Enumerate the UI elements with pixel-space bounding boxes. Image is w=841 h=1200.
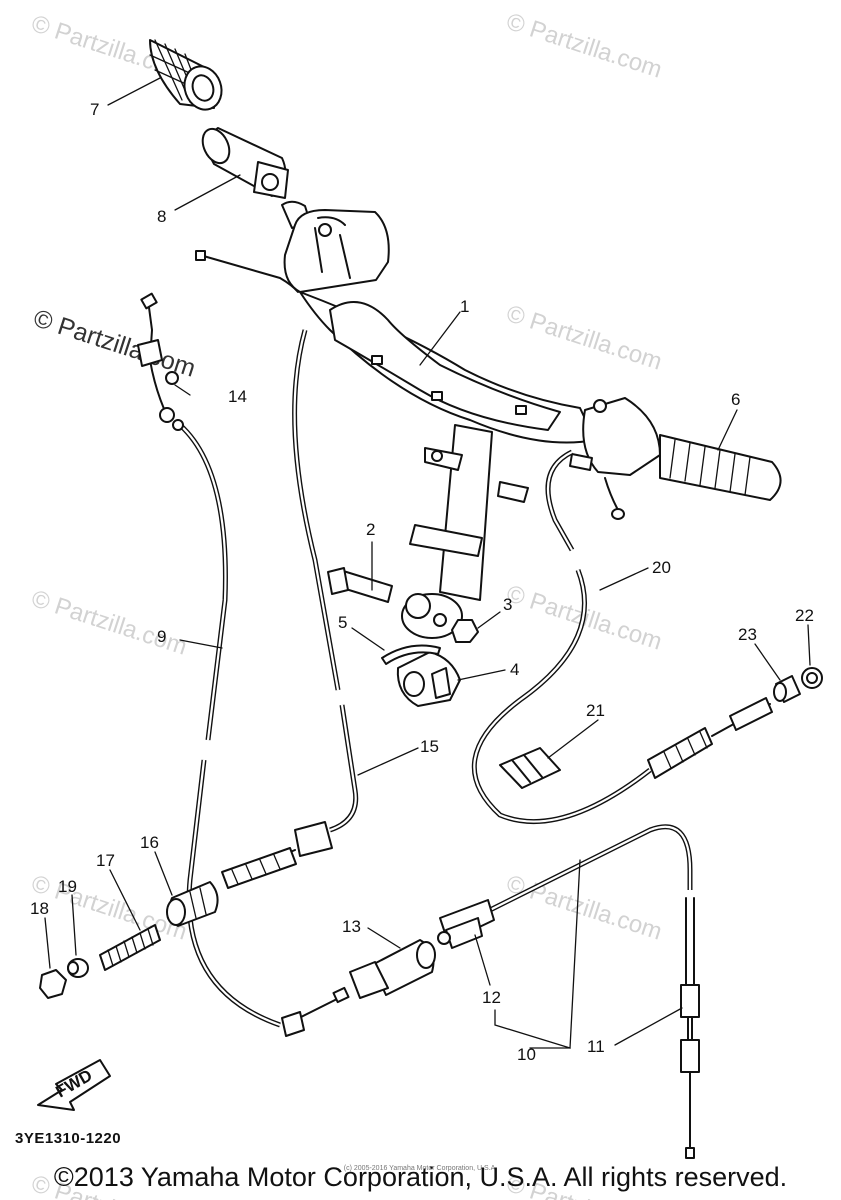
- callout-6: 6: [731, 390, 740, 409]
- callout-11: 11: [587, 1037, 605, 1056]
- callout-22: 22: [795, 606, 814, 625]
- part-bolt-2: [327, 567, 393, 603]
- callout-2: 2: [366, 520, 375, 539]
- part-clip-21: [499, 747, 561, 789]
- callout-12: 12: [482, 988, 501, 1007]
- callout-10: 10: [517, 1045, 536, 1064]
- part-cable-9: [178, 423, 281, 1028]
- part-clip-5: [381, 644, 441, 665]
- callout-labels: 7 8 1 6 14 2 3 5 4 20 21 22 23 9 15 16 1…: [30, 100, 814, 1064]
- callout-8: 8: [157, 207, 166, 226]
- callout-21: 21: [586, 701, 605, 720]
- copyright-notice: ©2013 Yamaha Motor Corporation, U.S.A. A…: [53, 1162, 788, 1192]
- callout-19: 19: [58, 877, 77, 896]
- part-collar-23: [773, 675, 801, 703]
- part-spring-17: [99, 924, 161, 971]
- watermark-layer: © Partzilla.com © Partzilla.com © Partzi…: [28, 8, 665, 1200]
- callout-18: 18: [30, 899, 49, 918]
- watermark-text: © Partzilla.com: [28, 585, 190, 661]
- part-cable-15: [221, 329, 359, 889]
- part-bracket-14: [137, 292, 184, 431]
- watermark-main: © Partzilla.com: [30, 304, 199, 383]
- callout-13: 13: [342, 917, 361, 936]
- callout-17: 17: [96, 851, 115, 870]
- part-right-grip-6: [569, 397, 782, 520]
- callout-1: 1: [460, 297, 469, 316]
- part-grip-7: [149, 39, 223, 111]
- callout-20: 20: [652, 558, 671, 577]
- part-holder-13: [281, 939, 436, 1037]
- leader-lines: [44, 77, 811, 1049]
- callout-15: 15: [420, 737, 439, 756]
- part-nut-18: [39, 969, 67, 999]
- part-throttle-tube-8: [201, 127, 289, 199]
- callout-7: 7: [90, 100, 99, 119]
- watermark-text: © Partzilla.com: [503, 300, 665, 376]
- part-cable-20: [471, 449, 773, 825]
- fwd-arrow-icon: FWD: [37, 1059, 111, 1111]
- part-handlebar-1: [281, 200, 596, 639]
- part-nut-3: [451, 619, 479, 643]
- part-cable-10: [437, 824, 700, 1159]
- diagram-reference-code: 3YE1310-1220: [15, 1130, 122, 1147]
- callout-4: 4: [510, 660, 519, 679]
- part-adjuster-16: [166, 881, 219, 927]
- callout-9: 9: [157, 627, 166, 646]
- wire-lead: [195, 250, 299, 293]
- callout-23: 23: [738, 625, 757, 644]
- callout-16: 16: [140, 833, 159, 852]
- part-cap-22: [801, 667, 823, 689]
- part-collar-19: [67, 958, 89, 978]
- part-clamp-4: [396, 651, 461, 707]
- small-credit: (c) 2005-2016 Yamaha Motor Corporation, …: [343, 1165, 498, 1172]
- watermark-text: © Partzilla.com: [503, 870, 665, 946]
- watermark-text: © Partzilla.com: [503, 8, 665, 84]
- callout-14: 14: [228, 387, 247, 406]
- callout-5: 5: [338, 613, 347, 632]
- callout-3: 3: [503, 595, 512, 614]
